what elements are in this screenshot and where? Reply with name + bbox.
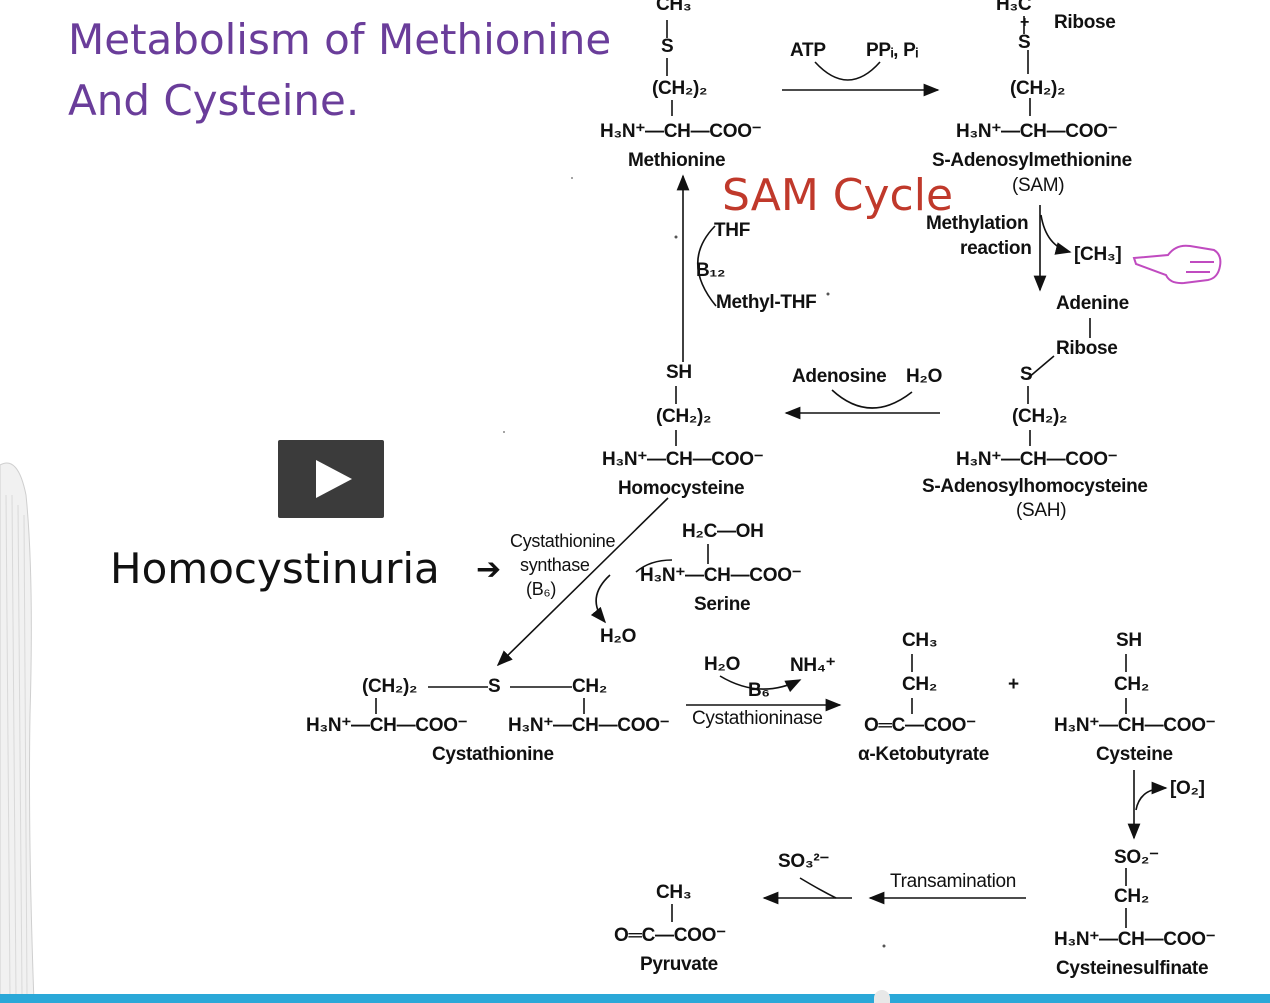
b6-label: B₆ (748, 680, 770, 701)
cysteine-ch2: CH₂ (1114, 674, 1149, 695)
cystathioninase-water-label: H₂O (704, 654, 741, 675)
slide-title: Metabolism of Methionine And Cysteine. (68, 10, 611, 132)
sah-ribose: Ribose (1056, 338, 1118, 359)
cysteinesulfinate-name: Cysteinesulfinate (1056, 958, 1209, 979)
methionine-s: S (661, 36, 674, 57)
sah-s: S (1020, 364, 1033, 385)
serine-top: H₂C—OH (682, 521, 764, 542)
sulfite-label: SO₃²⁻ (778, 851, 830, 872)
sam-backbone: H₃N⁺—CH—COO⁻ (956, 121, 1118, 142)
cystathionine-ch2-left: (CH₂)₂ (362, 676, 418, 697)
cbs-label-2: synthase (520, 555, 590, 575)
cysteinesulfinate-ch2: CH₂ (1114, 886, 1149, 907)
methyl-thf-label: Methyl-THF (716, 292, 817, 313)
ketobutyrate-backbone: O═C—COO⁻ (864, 715, 976, 736)
video-progress-bar[interactable] (0, 994, 1270, 1003)
serine-name: Serine (694, 594, 751, 615)
progress-scrubber-handle[interactable] (874, 990, 890, 1003)
methyl-group-label: [CH₃] (1074, 244, 1122, 265)
sam-s: S (1018, 32, 1031, 53)
cystathionine-name: Cystathionine (432, 744, 554, 765)
methionine-backbone: H₃N⁺—CH—COO⁻ (600, 121, 762, 142)
cysteine-sh: SH (1116, 630, 1142, 651)
cbs-arrow (496, 497, 669, 667)
plus-sign: + (1008, 674, 1019, 695)
homocystinuria-label: Homocystinuria (110, 544, 440, 593)
pyruvate-backbone: O═C—COO⁻ (614, 925, 726, 946)
cysteine-name: Cysteine (1096, 744, 1173, 765)
sam-ribose: Ribose (1054, 12, 1116, 33)
transamination-label: Transamination (890, 871, 1017, 892)
cysteinesulfinate-backbone: H₃N⁺—CH—COO⁻ (1054, 929, 1216, 950)
cysteinesulfinate-so2: SO₂⁻ (1114, 847, 1159, 868)
hydrolysis-water-label: H₂O (906, 366, 943, 387)
pointing-hand-icon (1132, 244, 1222, 285)
cysteine-backbone: H₃N⁺—CH—COO⁻ (1054, 715, 1216, 736)
ammonium-label: NH₄⁺ (790, 655, 836, 676)
homocysteine-sh: SH (666, 362, 692, 383)
sah-adenine: Adenine (1056, 293, 1129, 314)
methylation-label-1: Methylation (926, 213, 1029, 234)
sam-ch2: (CH₂)₂ (1010, 78, 1066, 99)
sam-h3c: H₃C (996, 0, 1032, 15)
homocysteine-name: Homocysteine (618, 478, 745, 499)
oxygen-label: [O₂] (1170, 778, 1205, 799)
sam-abbr: (SAM) (1012, 175, 1065, 196)
serine-backbone: H₃N⁺—CH—COO⁻ (640, 565, 802, 586)
ketobutyrate-ch2: CH₂ (902, 674, 937, 695)
slide-title-line-1: Metabolism of Methionine (68, 15, 612, 64)
cystathionine-ch2-right: CH₂ (572, 676, 607, 697)
pyruvate-ch3: CH₃ (656, 882, 692, 903)
cbs-label-1: Cystathionine (510, 531, 616, 551)
sam-plus: + (1020, 14, 1030, 31)
sah-name: S-Adenosylhomocysteine (922, 476, 1148, 497)
atp-label: ATP (790, 40, 826, 61)
presenter-video-edge (0, 462, 35, 1003)
methionine-name: Methionine (628, 150, 726, 171)
sam-cycle-label: SAM Cycle (722, 170, 954, 221)
cystathionine-s: S (488, 676, 501, 697)
cystathionine-backbone-right: H₃N⁺—CH—COO⁻ (508, 715, 670, 736)
ketobutyrate-name: α-Ketobutyrate (858, 744, 989, 765)
play-button[interactable] (278, 440, 384, 518)
cystathioninase-label: Cystathioninase (692, 708, 823, 729)
cbs-label-3: (B₆) (526, 579, 557, 599)
homocysteine-backbone: H₃N⁺—CH—COO⁻ (602, 449, 764, 470)
homocysteine-ch2: (CH₂)₂ (656, 406, 712, 427)
methionine-ch2: (CH₂)₂ (652, 78, 708, 99)
homocystinuria-arrow-icon: ➔ (476, 552, 502, 587)
b12-label: B₁₂ (696, 260, 726, 281)
cbs-water-label: H₂O (600, 626, 637, 647)
ketobutyrate-ch3: CH₃ (902, 630, 938, 651)
cystathionine-backbone-left: H₃N⁺—CH—COO⁻ (306, 715, 468, 736)
sah-abbr: (SAH) (1016, 500, 1067, 521)
methionine-ch3: CH₃ (656, 0, 692, 15)
sah-ch2: (CH₂)₂ (1012, 406, 1068, 427)
pyruvate-name: Pyruvate (640, 954, 718, 975)
adenosine-label: Adenosine (792, 366, 887, 387)
methylation-label-2: reaction (960, 238, 1032, 259)
thf-label: THF (714, 220, 751, 241)
sam-name: S-Adenosylmethionine (932, 150, 1132, 171)
slide-title-line-2: And Cysteine. (68, 75, 360, 125)
pyrophosphate-label: PPᵢ, Pᵢ (866, 40, 918, 61)
sah-backbone: H₃N⁺—CH—COO⁻ (956, 449, 1118, 470)
